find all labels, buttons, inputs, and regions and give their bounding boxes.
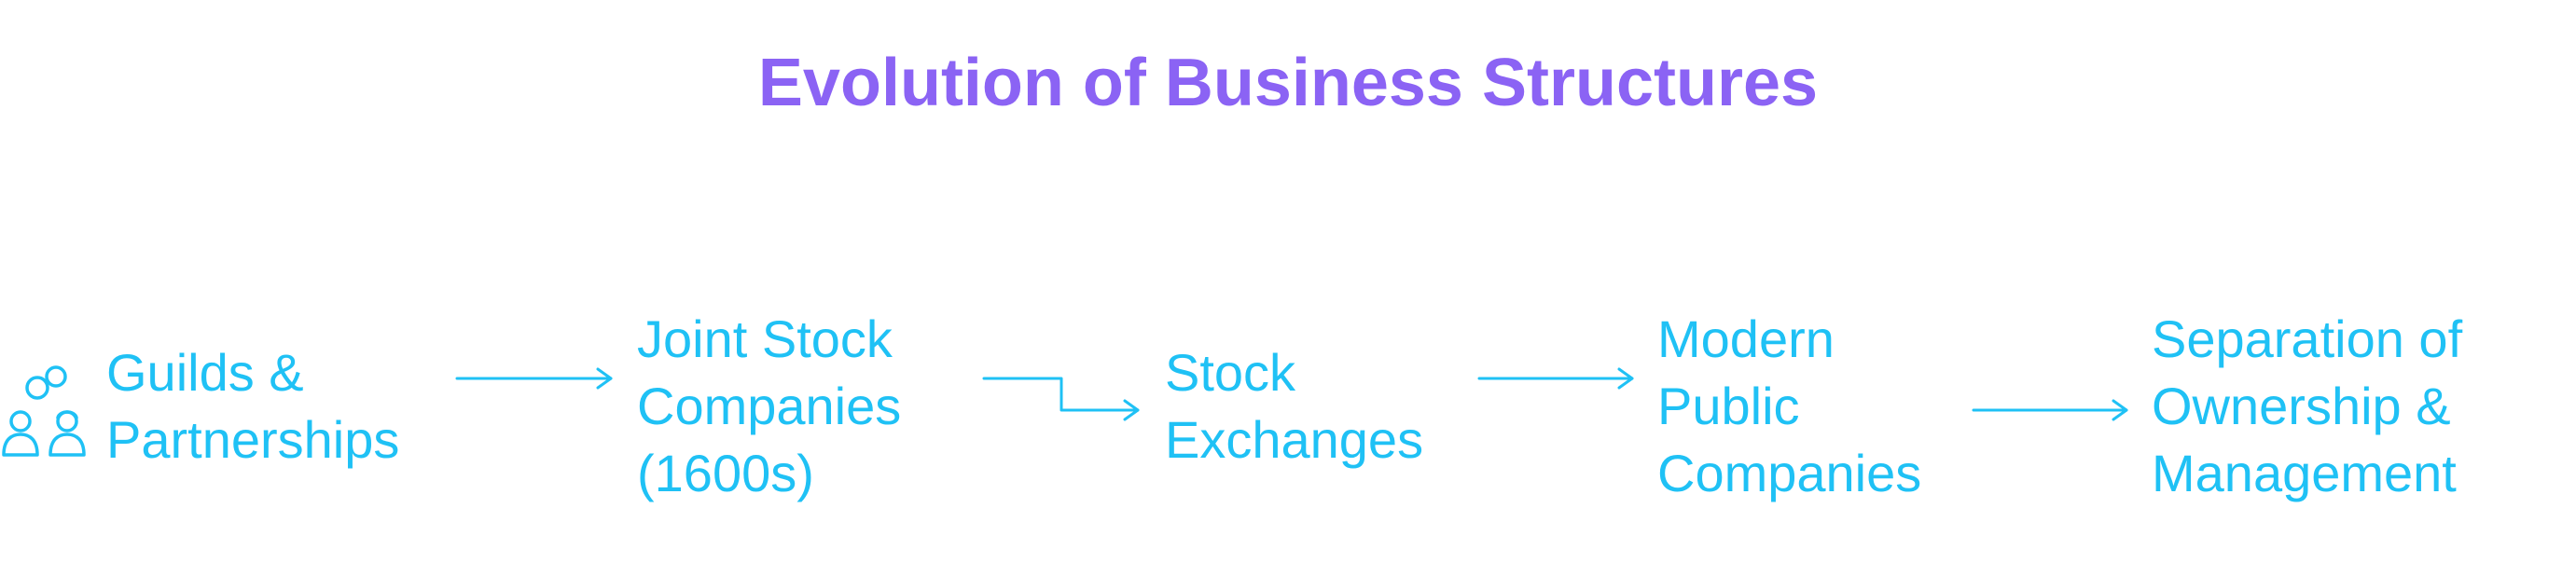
step-label-line: Companies bbox=[1657, 444, 1922, 502]
arrow-3-icon bbox=[1477, 367, 1634, 390]
step-label-line: Exchanges bbox=[1165, 410, 1424, 469]
step-guilds-partnerships: Guilds & Partnerships bbox=[106, 339, 399, 474]
step-label-line: Joint Stock bbox=[637, 309, 893, 368]
step-label-line: (1600s) bbox=[637, 444, 814, 502]
step-label-line: Ownership & bbox=[2152, 377, 2451, 435]
step-separation-ownership-management: Separation of Ownership & Management bbox=[2152, 306, 2462, 507]
step-label-line: Public bbox=[1657, 377, 1800, 435]
step-label-line: Companies bbox=[637, 377, 902, 435]
page-title: Evolution of Business Structures bbox=[757, 46, 1819, 120]
step-label-line: Modern bbox=[1657, 309, 1835, 368]
arrow-2-icon bbox=[982, 377, 1140, 421]
step-label-line: Guilds & bbox=[106, 343, 304, 402]
people-link-icon bbox=[2, 365, 86, 457]
step-label-line: Separation of bbox=[2152, 309, 2463, 368]
step-joint-stock-companies: Joint Stock Companies (1600s) bbox=[637, 306, 901, 507]
step-label-line: Partnerships bbox=[106, 410, 400, 469]
step-label-line: Stock bbox=[1165, 343, 1296, 402]
step-modern-public-companies: Modern Public Companies bbox=[1657, 306, 1921, 507]
arrow-4-icon bbox=[1972, 399, 2128, 421]
step-stock-exchanges: Stock Exchanges bbox=[1165, 339, 1423, 474]
step-label-line: Management bbox=[2152, 444, 2457, 502]
arrow-1-icon bbox=[455, 367, 613, 390]
